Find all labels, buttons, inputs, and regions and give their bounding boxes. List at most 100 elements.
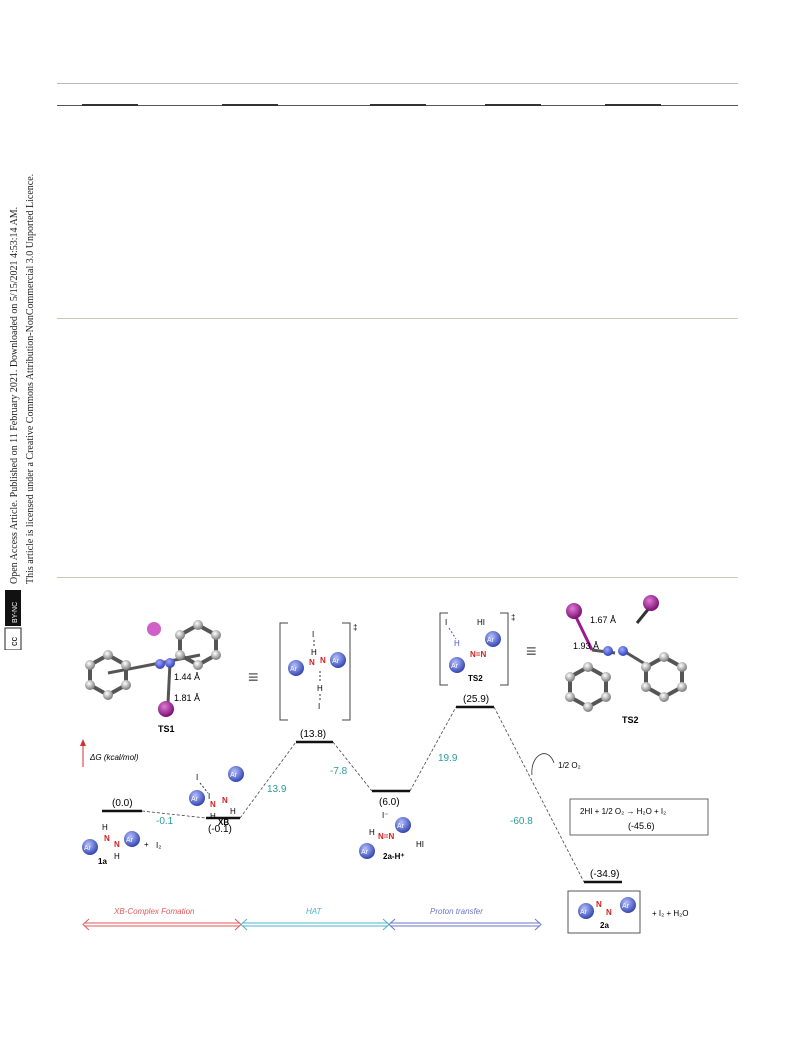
structure-2a-h: I⁻ H N=N Ar Ar HI 2a-H⁺ — [359, 811, 424, 861]
plus-sign: + — [144, 840, 149, 849]
ar-label: Ar — [397, 823, 405, 830]
ar-ball — [189, 790, 205, 806]
license-side-note: cc BY-NC Open Access Article. Published … — [3, 120, 43, 651]
svg-text:N: N — [222, 796, 228, 805]
column-stub — [222, 104, 278, 106]
hydrogen-label: H — [369, 828, 375, 837]
ar-ball — [395, 817, 411, 833]
o2-label: 1/2 O₂ — [558, 761, 581, 770]
ar-ball — [485, 631, 501, 647]
column-stub — [605, 104, 661, 106]
column-stub — [370, 104, 426, 106]
hi-label: HI — [416, 840, 424, 849]
iodine-label: I — [312, 630, 314, 639]
iodine-atom — [643, 595, 659, 611]
ar-label: Ar — [451, 663, 459, 670]
license-line-1: Open Access Article. Published on 11 Feb… — [9, 207, 20, 584]
ar-ball — [288, 660, 304, 676]
structure-1a: H N N H Ar Ar + I₂ 1a — [82, 823, 161, 866]
section-rule — [57, 577, 738, 578]
ar-label: Ar — [290, 666, 298, 673]
iodine-atom — [158, 701, 174, 717]
phenyl-ring — [178, 622, 218, 668]
product-byproducts: + I₂ + H₂O — [652, 909, 688, 918]
axis-label: ΔG (kcal/mol) — [89, 753, 139, 762]
phase-label: HAT — [306, 907, 323, 916]
iodine-atom — [147, 622, 161, 636]
ts1-3d-model: 1.44 Å 1.81 Å TS1 — [85, 620, 221, 734]
dagger: ‡ — [511, 613, 515, 622]
ar-label: Ar — [622, 903, 630, 910]
column-stub — [82, 104, 138, 106]
azo-label: N=N — [470, 650, 486, 659]
ar-label: Ar — [230, 772, 238, 779]
delta-value: -0.1 — [156, 816, 174, 827]
bond-length-label: 1.93 Å — [573, 641, 599, 651]
structure-xb: I I Ar N N Ar H H XB — [189, 766, 244, 827]
dagger: ‡ — [353, 623, 357, 632]
energy-profile-diagram: 1.44 Å 1.81 Å TS1 ≡ ‡ I H Ar Ar N N H I … — [80, 595, 709, 934]
svg-text:N: N — [210, 800, 216, 809]
energy-value: (13.8) — [300, 729, 326, 740]
pathway-connectors — [141, 706, 585, 883]
top-rule — [57, 83, 738, 84]
delta-value: 19.9 — [438, 753, 458, 764]
state-label: 2a-H⁺ — [383, 852, 405, 861]
iodine-label: I — [196, 773, 198, 782]
hydrogen-label: H — [454, 639, 460, 648]
hydrogen-label: H — [210, 812, 216, 821]
energy-value: (-34.9) — [590, 869, 619, 880]
hi-label: HI — [477, 618, 485, 627]
bond-length-label: 1.67 Å — [590, 615, 616, 625]
phenyl-ring — [568, 664, 608, 710]
column-stub — [485, 104, 541, 106]
ts2-label: TS2 — [468, 674, 483, 683]
hi-oxidation-box: 2HI + 1/2 O₂ → H₂O + I₂ (-45.6) — [569, 798, 709, 836]
ar-label: Ar — [361, 849, 369, 856]
iodide-label: I⁻ — [382, 811, 388, 820]
ar-ball — [124, 831, 140, 847]
energy-value: (-0.1) — [208, 824, 232, 835]
iodine-label: I — [318, 702, 320, 711]
hydrogen-label: H — [230, 807, 236, 816]
o2-arrow — [531, 753, 555, 776]
svg-text:N: N — [606, 908, 612, 917]
license-line-2: This article is licensed under a Creativ… — [25, 174, 36, 584]
bond-length-label: 1.44 Å — [174, 672, 200, 682]
phase-arrow-xb: XB-Complex Fomation — [82, 907, 242, 931]
state-label: 2a — [600, 921, 609, 930]
delta-value: -7.8 — [330, 766, 348, 777]
ts1-structure: ‡ I H Ar Ar N N H I — [279, 622, 357, 721]
ar-label: Ar — [580, 909, 588, 916]
ar-label: Ar — [126, 837, 134, 844]
ar-ball — [359, 843, 375, 859]
n-label: N — [309, 658, 315, 667]
phase-arrow-hat: HAT — [240, 907, 390, 931]
ts1-3d-label: TS1 — [158, 724, 175, 734]
ar-ball — [330, 652, 346, 668]
iodine-molecule: I₂ — [156, 841, 161, 850]
phenyl-ring — [88, 652, 128, 698]
ts2-3d-model: 1.67 Å 1.93 Å TS2 — [565, 595, 687, 725]
license-side-note-svg: cc BY-NC Open Access Article. Published … — [4, 174, 36, 651]
by-nc-badge: BY-NC — [12, 602, 19, 623]
ar-ball — [578, 903, 594, 919]
energy-value: (6.0) — [379, 797, 400, 808]
energy-value: (25.9) — [463, 694, 489, 705]
delta-value: 13.9 — [267, 784, 287, 795]
by-nc-badge-box — [5, 590, 21, 626]
ar-ball — [620, 897, 636, 913]
phase-arrow-proton: Proton transfer — [388, 907, 542, 931]
ar-label: Ar — [332, 658, 340, 665]
hydrogen-label: H — [102, 823, 108, 832]
cc-badge: cc — [9, 637, 19, 647]
ar-label: Ar — [191, 796, 199, 803]
hydrogen-label: H — [311, 648, 317, 657]
state-label: XB — [218, 818, 229, 827]
svg-text:N: N — [104, 834, 110, 843]
equivalence-sign: ≡ — [248, 667, 259, 687]
ar-label: Ar — [84, 845, 92, 852]
iodine-label: I — [445, 618, 447, 627]
equivalence-sign: ≡ — [526, 641, 537, 661]
ar-ball — [449, 657, 465, 673]
